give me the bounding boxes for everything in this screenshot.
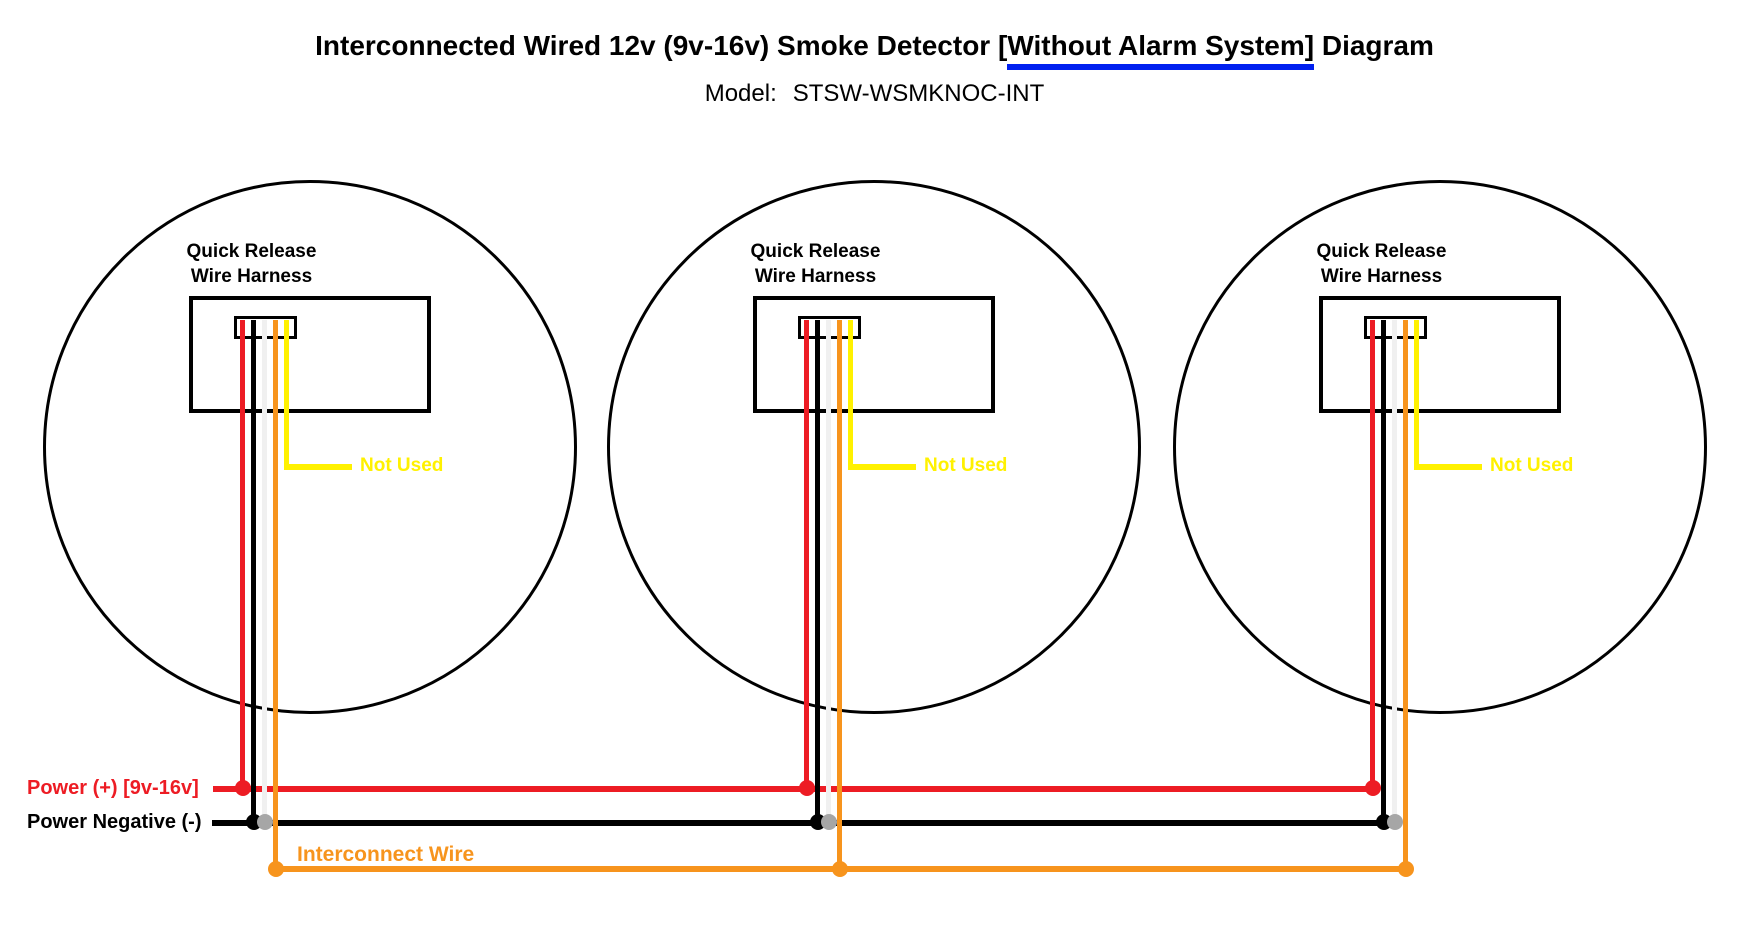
white-wire-end-2 [821, 814, 837, 830]
power-positive-wire-3 [1370, 320, 1375, 791]
power-negative-wire-1 [251, 320, 256, 825]
model-number: STSW-WSMKNOC-INT [792, 80, 1045, 107]
harness-label-line1: Quick Release [186, 241, 317, 262]
white-unused-wire-2 [826, 320, 831, 825]
harness-label-line1: Quick Release [1316, 241, 1447, 262]
power-negative-bus [212, 820, 1387, 826]
smoke-detector-body-3 [1173, 180, 1707, 714]
harness-label-line1: Quick Release [750, 241, 881, 262]
interconnect-junction-2 [832, 861, 848, 877]
harness-label-1: Quick Release Wire Harness [169, 239, 334, 289]
white-wire-end-1 [257, 814, 273, 830]
not-used-wire-3 [1414, 320, 1419, 470]
power-positive-bus [213, 786, 1374, 792]
not-used-wire-2 [848, 320, 853, 470]
power-positive-junction-1 [235, 780, 251, 796]
interconnect-label: Interconnect Wire [297, 843, 475, 866]
white-unused-wire-3 [1392, 320, 1397, 825]
power-negative-wire-2 [815, 320, 820, 825]
interconnect-junction-1 [268, 861, 284, 877]
not-used-wire-elbow-1 [284, 464, 352, 470]
interconnect-junction-3 [1398, 861, 1414, 877]
white-wire-end-3 [1387, 814, 1403, 830]
title-underlined-phrase: Without Alarm System] [1007, 30, 1315, 70]
power-positive-wire-2 [804, 320, 809, 791]
harness-label-line2: Wire Harness [754, 266, 877, 287]
model-line: Model: STSW-WSMKNOC-INT [0, 80, 1749, 108]
interconnect-wire-2 [837, 320, 842, 872]
harness-box-2 [753, 296, 995, 413]
smoke-detector-body-2 [607, 180, 1141, 714]
smoke-detector-body-1 [43, 180, 577, 714]
title-suffix: Diagram [1314, 30, 1434, 61]
interconnect-wire-3 [1403, 320, 1408, 872]
white-unused-wire-1 [262, 320, 267, 825]
not-used-wire-elbow-3 [1414, 464, 1482, 470]
power-positive-label: Power (+) [9v-16v] [27, 777, 199, 799]
not-used-label-3: Not Used [1490, 455, 1574, 476]
page-title: Interconnected Wired 12v (9v-16v) Smoke … [0, 30, 1749, 70]
title-prefix: Interconnected Wired 12v (9v-16v) Smoke … [315, 30, 1008, 61]
power-positive-junction-3 [1365, 780, 1381, 796]
harness-label-line2: Wire Harness [1320, 266, 1443, 287]
model-label: Model: [704, 80, 777, 107]
harness-label-2: Quick Release Wire Harness [733, 239, 898, 289]
not-used-label-1: Not Used [360, 455, 444, 476]
interconnect-wire-1 [273, 320, 278, 872]
harness-box-3 [1319, 296, 1561, 413]
harness-label-3: Quick Release Wire Harness [1299, 239, 1464, 289]
power-negative-label: Power Negative (-) [27, 811, 202, 833]
harness-box-1 [189, 296, 431, 413]
power-positive-junction-2 [799, 780, 815, 796]
not-used-wire-1 [284, 320, 289, 470]
harness-label-line2: Wire Harness [190, 266, 313, 287]
power-positive-wire-1 [240, 320, 245, 791]
power-negative-wire-3 [1381, 320, 1386, 825]
not-used-wire-elbow-2 [848, 464, 916, 470]
not-used-label-2: Not Used [924, 455, 1008, 476]
